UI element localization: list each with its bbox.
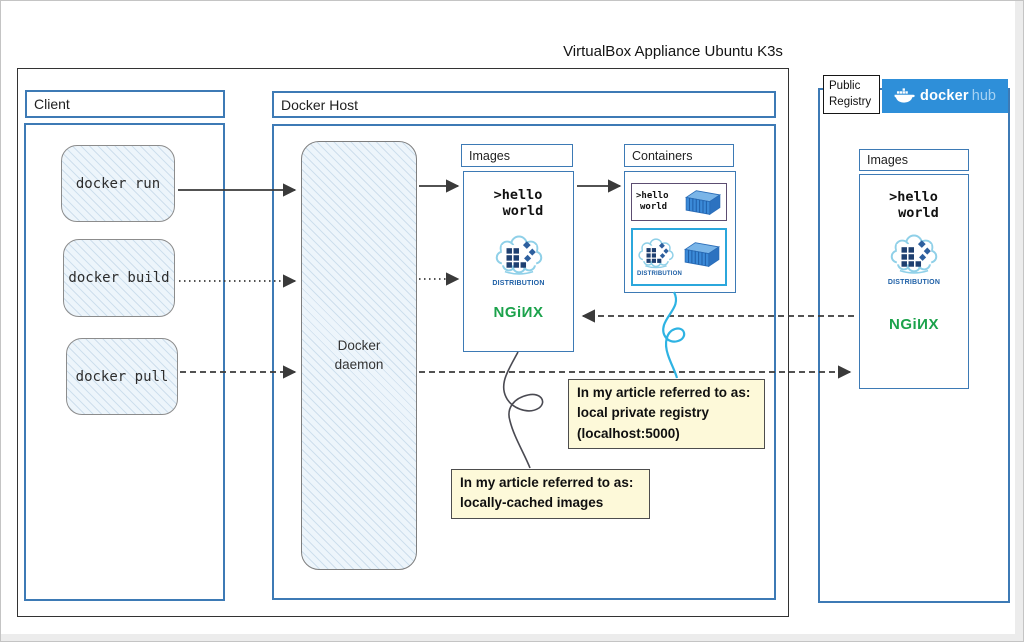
distribution-icon <box>494 234 544 278</box>
virtualbox-appliance-box <box>17 68 789 617</box>
window-bottom-edge <box>1 634 1023 641</box>
distribution-container: DISTRIBUTION <box>631 228 727 286</box>
host-images-panel-box: >hello world DISTRIBUTION NGiИX <box>463 171 574 352</box>
window-right-edge <box>1015 1 1023 641</box>
docker-whale-icon <box>894 88 915 104</box>
diagram-title: VirtualBox Appliance Ubuntu K3s <box>563 43 783 60</box>
docker-host-label-text: Docker Host <box>281 96 359 113</box>
docker-pull-command: docker pull <box>66 338 178 415</box>
hello-world-image: >hello world <box>493 187 544 219</box>
docker-host-section-label: Docker Host <box>272 91 776 118</box>
containers-panel-label: Containers <box>624 144 734 167</box>
distribution-container-label: DISTRIBUTION <box>637 271 683 277</box>
docker-build-command: docker build <box>63 239 175 317</box>
distribution-image: DISTRIBUTION <box>464 234 573 287</box>
hello-world-container-text: >hello world <box>636 191 669 212</box>
nginx-image-logo: NGiИX <box>493 304 544 321</box>
hello-world-container: >hello world <box>631 183 727 221</box>
docker-pull-label: docker pull <box>75 368 169 385</box>
distribution-image: DISTRIBUTION <box>860 233 968 286</box>
hello-world-image: >hello world <box>889 189 939 221</box>
docker-run-command: docker run <box>61 145 175 222</box>
client-label-text: Client <box>34 96 70 112</box>
registry-images-panel-label: Images <box>859 149 969 171</box>
note-local-private-registry: In my article referred to as: local priv… <box>568 379 765 449</box>
nginx-image-logo: NGiИX <box>889 316 939 333</box>
docker-hub-wordmark-secondary: hub <box>971 88 996 104</box>
registry-images-panel-box: >hello world DISTRIBUTION NGiИX <box>859 174 969 389</box>
note-locally-cached-images: In my article referred to as: locally-ca… <box>451 469 650 519</box>
docker-hub-wordmark: docker <box>920 88 969 104</box>
docker-run-label: docker run <box>75 175 161 192</box>
containers-panel-box: >hello world DISTRIBUTION <box>624 171 736 293</box>
docker-hub-banner: docker hub <box>882 79 1008 113</box>
client-section-label: Client <box>25 90 225 118</box>
distribution-icon <box>637 237 675 271</box>
docker-build-label: docker build <box>68 270 170 286</box>
host-images-panel-label: Images <box>461 144 573 167</box>
container-icon <box>683 241 721 268</box>
docker-daemon-label: Docker daemon <box>334 338 384 372</box>
docker-daemon-box: Docker daemon <box>301 141 417 570</box>
public-registry-label: Public Registry <box>823 75 880 114</box>
container-icon <box>684 189 722 216</box>
distribution-icon <box>889 233 939 277</box>
